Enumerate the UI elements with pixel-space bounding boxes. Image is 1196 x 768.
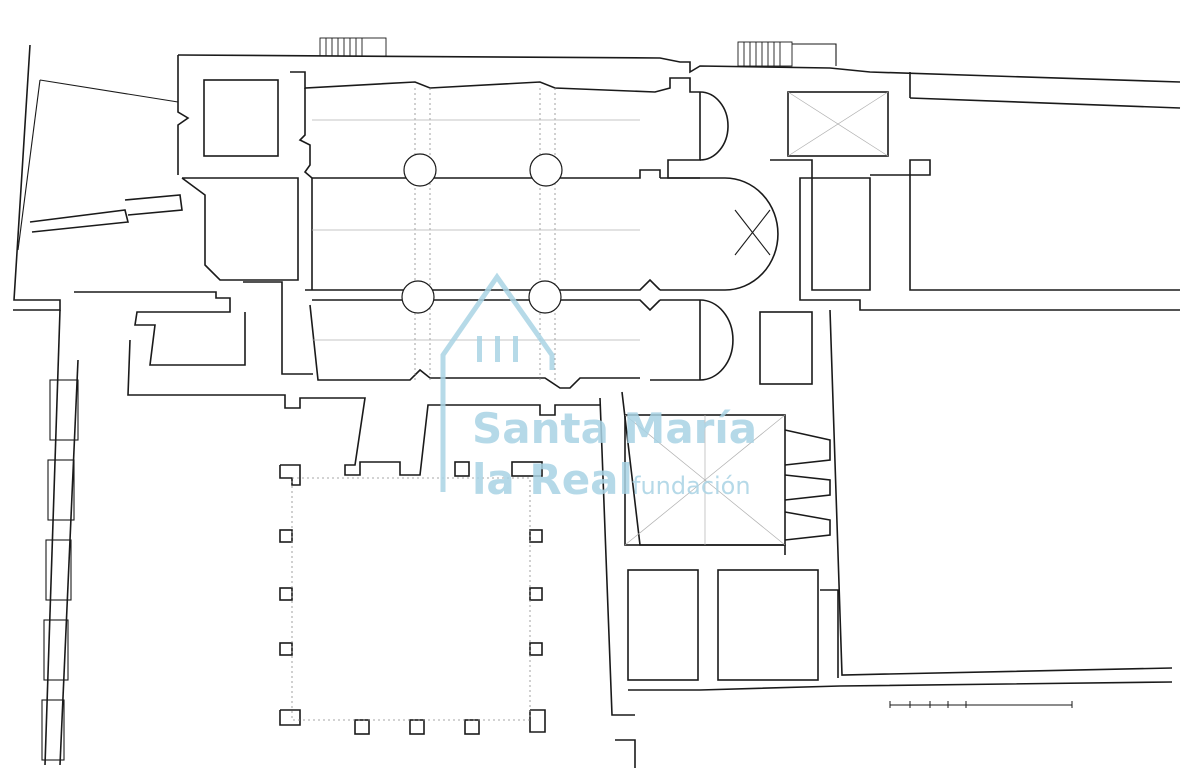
right-wing (759, 91, 1180, 385)
top-wall (177, 54, 1181, 175)
cloister (279, 461, 546, 735)
lower-rooms (615, 569, 1173, 768)
watermark-logo: Santa María la Real fundación (440, 272, 757, 504)
chapter-room (624, 309, 1173, 678)
church-nave (290, 71, 700, 389)
watermark-line2: la Real (472, 455, 633, 504)
outer-left-wall (13, 44, 179, 766)
nave-columns (401, 153, 563, 314)
stairs-top-left (319, 37, 387, 57)
apses (650, 91, 779, 381)
watermark-line1: Santa María (472, 404, 757, 453)
watermark-line3: fundación (632, 472, 751, 500)
stairs-top-right (737, 41, 837, 67)
scale-bar (889, 701, 1073, 708)
